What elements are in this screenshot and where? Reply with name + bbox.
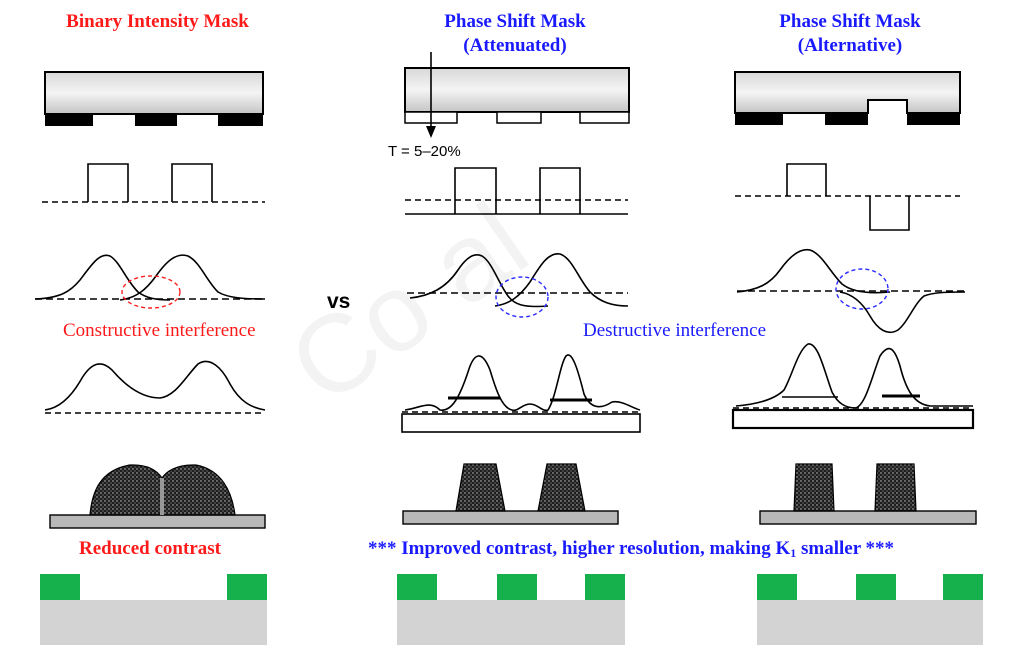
alternative-field-curves xyxy=(736,248,966,334)
alternative-mask-title: Phase Shift Mask (Alternative) xyxy=(735,10,965,58)
attenuated-mask xyxy=(404,67,630,124)
binary-resist-profile xyxy=(49,464,266,529)
improvement-prefix: *** Improved contrast, higher resolution… xyxy=(368,538,791,559)
alternative-result-pattern xyxy=(757,574,983,645)
improvement-label: *** Improved contrast, higher resolution… xyxy=(368,537,1013,565)
constructive-interference-label: Constructive interference xyxy=(63,320,256,341)
binary-result-pattern xyxy=(40,574,267,645)
alternative-intensity-curve xyxy=(731,343,975,430)
alternative-title-line1: Phase Shift Mask xyxy=(779,11,921,32)
binary-field-curves xyxy=(34,254,266,301)
attenuated-field-curves xyxy=(407,253,629,308)
alternative-title-line2: (Alternative) xyxy=(797,35,903,56)
attenuated-title-line1: Phase Shift Mask xyxy=(444,11,586,32)
binary-amplitude-profile xyxy=(42,163,265,203)
reduced-contrast-label: Reduced contrast xyxy=(79,538,221,559)
destructive-interference-label: Destructive interference xyxy=(583,320,767,341)
attenuated-mask-title: Phase Shift Mask (Attenuated) xyxy=(400,10,630,58)
constructive-circle xyxy=(121,275,181,309)
attenuated-result-pattern xyxy=(397,574,625,645)
destructive-circle-attenuated xyxy=(495,276,549,318)
alternative-mask xyxy=(734,71,961,125)
transmission-label: T = 5–20% xyxy=(388,143,461,160)
vs-label: vs xyxy=(327,290,351,313)
attenuated-intensity-curve xyxy=(401,354,641,433)
destructive-circle-alternative xyxy=(835,268,889,310)
binary-intensity-curve xyxy=(44,360,266,414)
binary-mask-title: Binary Intensity Mask xyxy=(66,11,249,32)
alternative-amplitude-profile xyxy=(735,163,960,231)
attenuated-amplitude-profile xyxy=(405,167,628,215)
transmission-arrow xyxy=(426,52,436,138)
attenuated-title-line2: (Attenuated) xyxy=(463,35,567,56)
improvement-suffix: smaller *** xyxy=(796,538,895,559)
attenuated-resist-profile xyxy=(402,463,619,525)
binary-mask xyxy=(44,71,264,126)
alternative-resist-profile xyxy=(759,463,977,525)
improvement-subscript: 1 xyxy=(790,546,797,560)
